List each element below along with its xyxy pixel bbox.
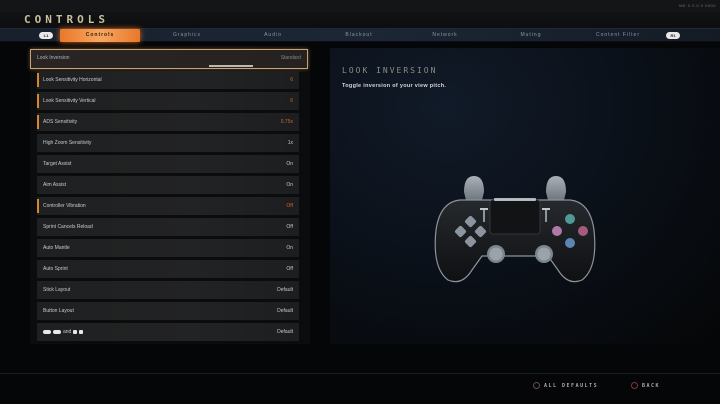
setting-label: Auto Sprint — [43, 266, 68, 272]
all-defaults-button[interactable]: ALL DEFAULTS — [533, 382, 598, 389]
setting-label: ADS Sensitivity — [43, 119, 78, 125]
back-button[interactable]: BACK — [631, 382, 660, 389]
setting-label: Look Inversion — [37, 55, 70, 61]
setting-value: Off — [286, 224, 293, 230]
triangle-button-icon — [533, 382, 540, 389]
description-title: LOOK INVERSION — [342, 66, 438, 75]
r2-trigger-icon — [53, 330, 61, 334]
setting-high-zoom-sensitivity[interactable]: High Zoom Sensitivity 1x — [37, 134, 299, 152]
tab-network[interactable]: Network — [432, 32, 458, 38]
triangle-button-icon — [565, 214, 575, 224]
tab-content-filter[interactable]: Content Filter — [595, 32, 640, 38]
page-header: CONTROLS — [0, 12, 720, 28]
setting-value: 1x — [287, 140, 293, 146]
page-title: CONTROLS — [24, 13, 109, 26]
controller-diagram — [434, 176, 596, 283]
setting-value: 6 — [290, 98, 293, 104]
l1-bumper-icon — [480, 208, 488, 210]
settings-list: Look Inversion Standard Look Sensitivity… — [30, 48, 310, 344]
setting-value: Off — [286, 266, 293, 272]
back-label: BACK — [642, 382, 661, 389]
touchpad-icon — [489, 199, 541, 235]
cross-button-icon — [565, 238, 575, 248]
setting-look-sensitivity-horizontal[interactable]: Look Sensitivity Horizontal 6 — [37, 71, 299, 89]
setting-value: 6 — [290, 77, 293, 83]
setting-value: Standard — [280, 55, 301, 61]
setting-look-inversion[interactable]: Look Inversion Standard — [30, 49, 308, 69]
r1-bumper-icon — [542, 208, 550, 210]
l1-bumper-icon — [73, 330, 78, 334]
setting-value: On — [286, 161, 293, 167]
build-version-text: ME 0.0.0.0 0000 — [679, 3, 716, 8]
setting-label: Controller Vibration — [43, 203, 86, 209]
setting-label: Auto Mantle — [43, 245, 70, 251]
setting-ads-sensitivity[interactable]: ADS Sensitivity 0.75x — [37, 113, 299, 131]
tab-muting[interactable]: Muting — [520, 32, 542, 38]
description-text: Toggle inversion of your view pitch. — [342, 83, 447, 89]
setting-label: Look Sensitivity Horizontal — [43, 77, 102, 83]
setting-trigger-bumper-swap[interactable]: and Default — [37, 323, 299, 341]
top-status-strip: ME 0.0.0.0 0000 — [0, 0, 720, 12]
setting-value: 0.75x — [280, 119, 293, 125]
setting-sprint-cancels-reload[interactable]: Sprint Cancels Reload Off — [37, 218, 299, 236]
setting-label: Button Layout — [43, 308, 74, 314]
setting-value: Default — [277, 287, 293, 293]
setting-controller-vibration[interactable]: Controller Vibration Off — [37, 197, 299, 215]
circle-button-icon — [631, 382, 638, 389]
setting-label: and — [43, 323, 84, 341]
setting-button-layout[interactable]: Button Layout Default — [37, 302, 299, 320]
r1-bumper-icon — [79, 330, 84, 334]
dpad-icon — [454, 215, 487, 248]
tab-graphics[interactable]: Graphics — [172, 32, 201, 38]
setting-value: Default — [277, 329, 293, 335]
setting-auto-sprint[interactable]: Auto Sprint Off — [37, 260, 299, 278]
setting-label: Sprint Cancels Reload — [43, 224, 93, 230]
setting-label: Target Assist — [43, 161, 72, 167]
circle-button-icon — [578, 226, 588, 236]
description-panel: LOOK INVERSION Toggle inversion of your … — [330, 48, 720, 344]
option-slider[interactable] — [209, 65, 253, 67]
setting-value: Off — [286, 203, 293, 209]
settings-tab-bar: L1 Controls Graphics Audio Blackout Netw… — [0, 28, 720, 42]
setting-target-assist[interactable]: Target Assist On — [37, 155, 299, 173]
setting-label: High Zoom Sensitivity — [43, 140, 92, 146]
all-defaults-label: ALL DEFAULTS — [544, 382, 599, 389]
tab-audio[interactable]: Audio — [264, 32, 282, 38]
setting-label: Look Sensitivity Vertical — [43, 98, 96, 104]
r2-trigger-icon — [546, 176, 566, 200]
l2-trigger-icon — [464, 176, 484, 200]
setting-look-sensitivity-vertical[interactable]: Look Sensitivity Vertical 6 — [37, 92, 299, 110]
setting-value: On — [286, 245, 293, 251]
setting-auto-mantle[interactable]: Auto Mantle On — [37, 239, 299, 257]
setting-aim-assist[interactable]: Aim Assist On — [37, 176, 299, 194]
setting-label: Aim Assist — [43, 182, 67, 188]
setting-label: Stick Layout — [43, 287, 71, 293]
square-button-icon — [552, 226, 562, 236]
r1-bumper-icon[interactable]: R1 — [666, 32, 680, 39]
tab-controls[interactable]: Controls — [60, 29, 140, 42]
setting-value: Default — [277, 308, 293, 314]
setting-value: On — [286, 182, 293, 188]
footer-bar: ALL DEFAULTS BACK — [0, 373, 720, 404]
setting-stick-layout[interactable]: Stick Layout Default — [37, 281, 299, 299]
l1-bumper-icon[interactable]: L1 — [39, 32, 53, 39]
and-text: and — [63, 329, 72, 335]
tab-blackout[interactable]: Blackout — [345, 32, 373, 38]
l2-trigger-icon — [43, 330, 51, 334]
